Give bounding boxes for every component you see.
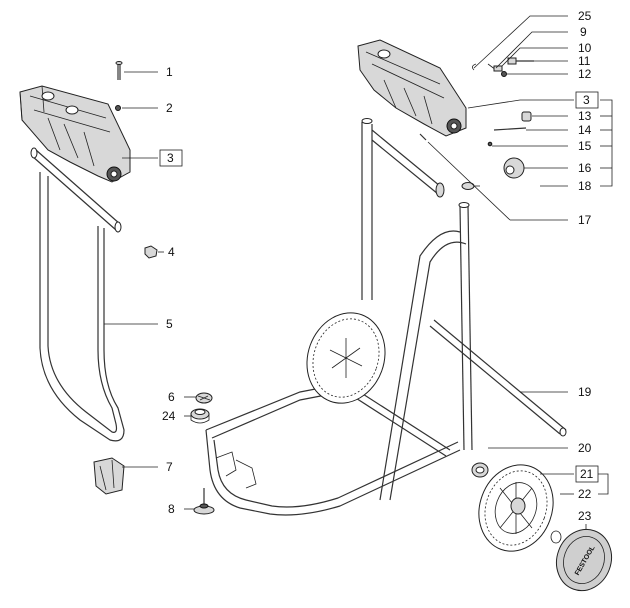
- cap-part-13: [521, 111, 532, 122]
- callout-25: 25: [578, 9, 592, 23]
- wheel-part-21: [478, 464, 554, 552]
- callout-14: 14: [578, 123, 592, 137]
- ring-part-22: [550, 530, 562, 544]
- bushing-part-16: [503, 157, 525, 179]
- callout-5: 5: [166, 317, 173, 331]
- callout-labels: 1 2 3 4 5 6 24 7 8 25 9 10 11 12 3 13 14…: [159, 9, 599, 523]
- foot-part-8: [193, 488, 215, 515]
- ring-part-20: [471, 462, 489, 478]
- handle-bracket-right: [357, 39, 467, 137]
- callout-13: 13: [578, 109, 592, 123]
- callout-3-box-left: [159, 149, 183, 167]
- callout-6: 6: [168, 390, 175, 404]
- knob-base-part-24: [190, 408, 210, 424]
- callout-15: 15: [578, 139, 592, 153]
- callout-23: 23: [578, 509, 592, 523]
- leader-lines: [104, 15, 613, 530]
- callout-17: 17: [578, 213, 592, 227]
- callout-2: 2: [166, 101, 173, 115]
- callout-19: 19: [578, 385, 592, 399]
- handle-bracket-left: [19, 85, 131, 183]
- callout-4: 4: [168, 245, 175, 259]
- screw-part-18: [419, 133, 427, 141]
- main-frame: [205, 118, 475, 516]
- callout-21-box: [575, 465, 599, 483]
- axle-rod-part-19: [429, 319, 567, 437]
- callout-10: 10: [578, 41, 592, 55]
- callout-16: 16: [578, 161, 592, 175]
- callout-21: 21: [580, 467, 594, 481]
- callout-18: 18: [578, 179, 592, 193]
- hubcap-part-23: FESTOOL: [556, 528, 612, 592]
- callout-12: 12: [578, 67, 592, 81]
- callout-3-box-right: [575, 91, 599, 109]
- pin-part-15: [487, 141, 493, 147]
- small-hardware-cluster: [472, 57, 534, 77]
- callout-3-right: 3: [583, 93, 590, 107]
- clip-part-7: [93, 457, 125, 495]
- callout-9: 9: [580, 25, 587, 39]
- knob-part-6: [195, 392, 213, 404]
- handle-tube-part-5: [30, 147, 125, 442]
- callout-7: 7: [166, 460, 173, 474]
- callout-22: 22: [578, 487, 592, 501]
- screw-part-1: [115, 61, 123, 80]
- callout-8: 8: [168, 502, 175, 516]
- cap-part-4: [144, 245, 158, 259]
- callout-20: 20: [578, 441, 592, 455]
- wheel-center: [306, 312, 386, 404]
- pin-part-14: [493, 127, 527, 131]
- callout-3-left: 3: [167, 151, 174, 165]
- callout-24: 24: [162, 409, 176, 423]
- nut-part-2: [115, 105, 121, 111]
- callout-11: 11: [578, 54, 591, 68]
- callout-1: 1: [166, 65, 173, 79]
